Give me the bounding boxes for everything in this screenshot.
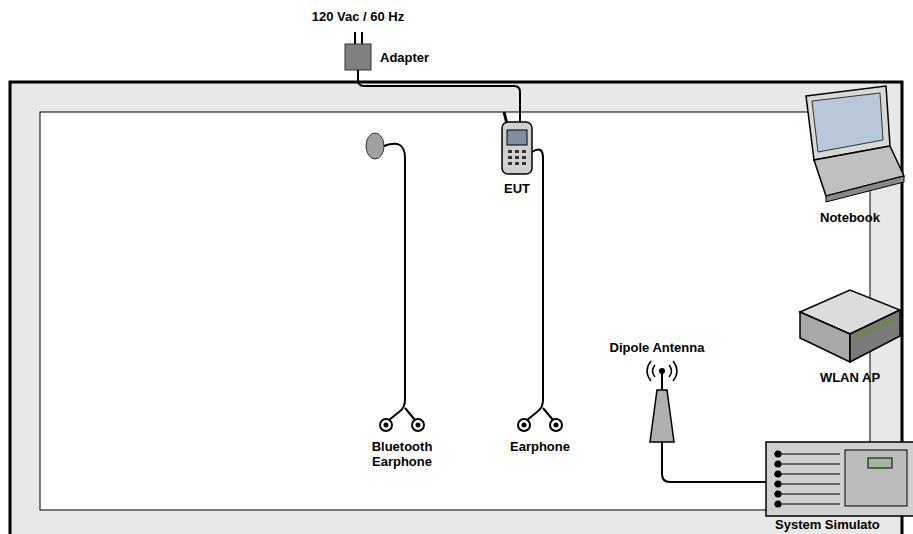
antenna-rod <box>661 371 663 390</box>
rf-cable <box>662 442 772 482</box>
device-label: Dipole Antenna <box>610 340 705 355</box>
earbud-center <box>416 423 421 428</box>
simulator-rack <box>766 442 913 516</box>
device-label: Bluetooth Earphone <box>365 439 439 469</box>
earbud-center <box>522 423 527 428</box>
simulator-panel <box>845 450 907 506</box>
notebook-screen <box>812 93 883 152</box>
antenna-stand <box>650 390 674 442</box>
device-label: 120 Vac / 60 Hz <box>312 9 405 24</box>
plug-pin <box>361 32 363 44</box>
power-cable <box>358 70 520 122</box>
chamber-floor <box>40 112 870 510</box>
earbud <box>380 419 392 431</box>
ap-side <box>850 310 900 362</box>
earbud-center <box>384 423 389 428</box>
earphone-cord <box>527 150 553 420</box>
device-label: Adapter <box>380 50 429 65</box>
earbud-center <box>554 423 559 428</box>
adapter-icon <box>345 44 371 70</box>
rack-knobs <box>775 451 782 508</box>
device-label: System Simulato <box>775 517 880 532</box>
bluetooth-headset <box>366 133 384 159</box>
earbud <box>518 419 530 431</box>
simulator-display <box>868 458 892 468</box>
phone-screen <box>507 130 527 145</box>
plug-pin <box>354 32 356 44</box>
device-label: Earphone <box>510 439 570 454</box>
device-label: WLAN AP <box>820 370 880 385</box>
rack-rows <box>774 454 840 504</box>
notebook-edge <box>826 176 904 202</box>
ap-front <box>800 312 850 362</box>
earbud <box>550 419 562 431</box>
ap-leds <box>858 319 894 336</box>
device-label: EUT <box>504 181 530 196</box>
bluetooth-cord <box>384 144 415 420</box>
device-label: Notebook <box>820 210 880 225</box>
earbud <box>412 419 424 431</box>
phone-keys <box>508 150 526 165</box>
phone-icon <box>502 122 532 174</box>
